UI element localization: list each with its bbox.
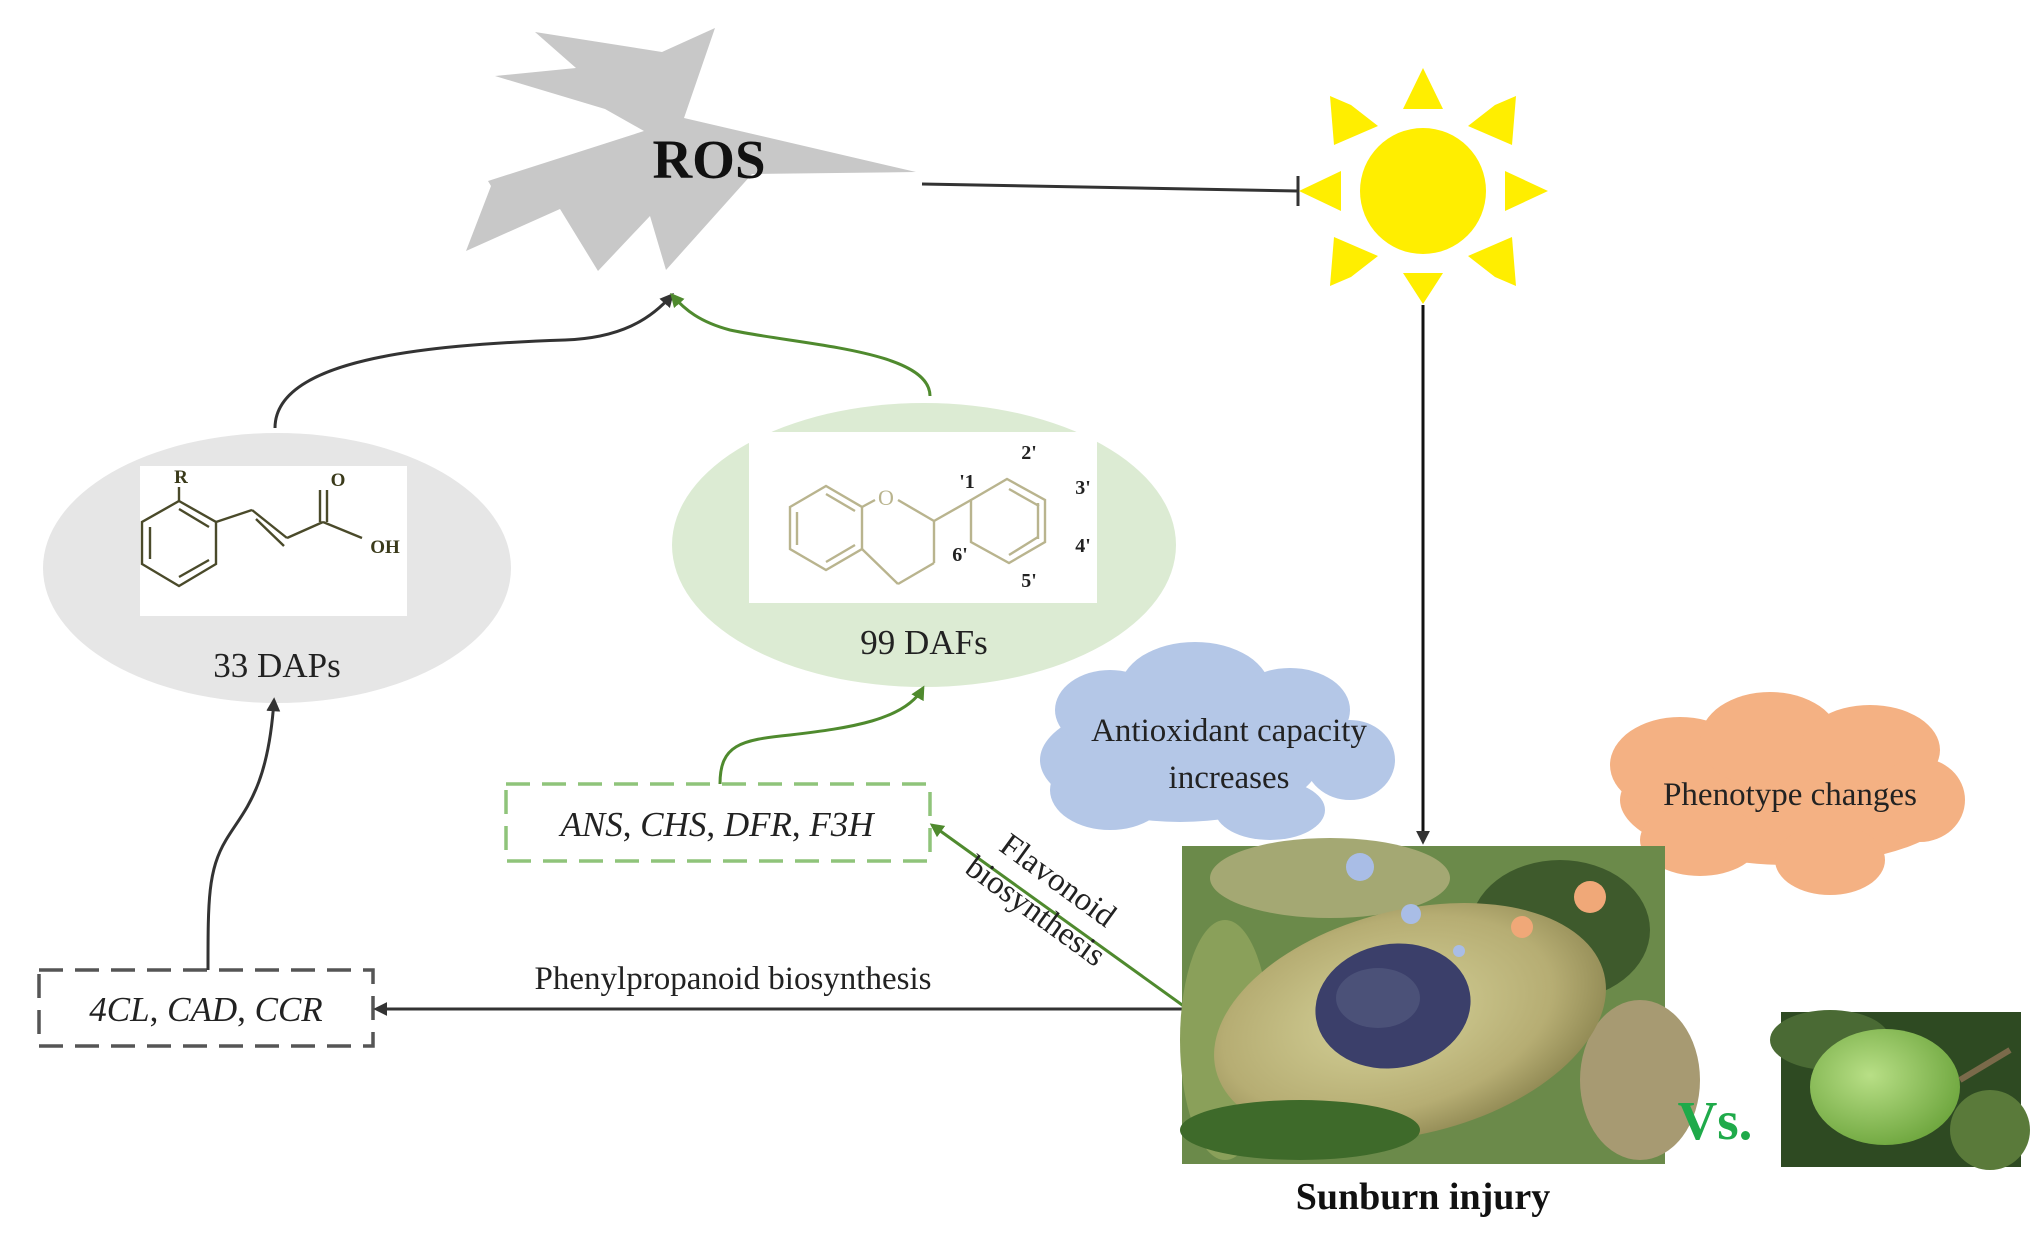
daps-label: 33 DAPs: [213, 646, 340, 685]
dafs-to-ros-arrow: [670, 292, 932, 397]
gene-cad: CAD: [167, 990, 237, 1029]
sunburn-fruit-photo: [1180, 838, 1700, 1164]
ros-inhibits-sun-line: [921, 182, 1299, 193]
antioxidant-line1: Antioxidant capacity: [1091, 713, 1367, 749]
sun-icon: [1299, 68, 1548, 304]
phenylpropanoid-genes-text: 4CL, CAD, CCR: [89, 990, 322, 1029]
dafs-ring-oxygen-label: O: [878, 485, 894, 510]
phenotype-cloud: [1610, 692, 1965, 895]
bubble-orange-2: [1511, 916, 1533, 938]
bubble-orange-1: [1574, 881, 1606, 913]
dafs-label: 99 DAFs: [860, 623, 987, 662]
gene-chs: CHS: [640, 805, 706, 844]
gene-4cl: 4CL: [89, 990, 149, 1029]
dafs-position-5: 5': [1021, 570, 1037, 592]
ros-starburst: [466, 28, 916, 271]
vs-label: Vs.: [1678, 1090, 1753, 1151]
phenylpropanoid-genes-box: [37, 968, 375, 1048]
phenylpropanoid-genes-to-daps-arrow: [206, 697, 281, 971]
bubble-blue-3: [1453, 945, 1465, 957]
flavonoid-genes-to-dafs-arrow: [718, 685, 925, 785]
phenotype-label: Phenotype changes: [1663, 777, 1917, 813]
gene-dfr: DFR: [723, 805, 792, 844]
ros-label: ROS: [652, 129, 765, 190]
phenylpropanoid-pathway-label: Phenylpropanoid biosynthesis: [535, 961, 932, 997]
daps-carbonyl-label: O: [331, 470, 346, 491]
antioxidant-line2: increases: [1169, 760, 1290, 796]
dafs-position-1: '1: [959, 471, 975, 493]
flavan-structure: [788, 477, 1047, 586]
gene-ccr: CCR: [255, 990, 323, 1029]
dafs-position-6: 6': [952, 544, 968, 566]
gene-f3h: F3H: [808, 805, 875, 844]
daps-substituent-label: R: [174, 467, 188, 488]
bubble-blue-2: [1401, 904, 1421, 924]
healthy-fruit-photo: [1770, 1010, 2030, 1170]
daps-to-ros-arrow: [273, 292, 674, 429]
dafs-position-4: 4': [1075, 535, 1091, 557]
cinnamic-acid-structure: [140, 487, 363, 588]
sunburn-caption: Sunburn injury: [1296, 1176, 1551, 1218]
antioxidant-cloud: [1040, 642, 1395, 840]
gene-ans: ANS: [558, 805, 622, 844]
bubble-blue-1: [1346, 853, 1374, 881]
dafs-position-3: 3': [1075, 477, 1091, 499]
daps-hydroxyl-label: OH: [370, 537, 400, 558]
daps-structure-box: [140, 466, 407, 616]
flavonoid-genes-text: ANS, CHS, DFR, F3H: [558, 805, 875, 844]
fruit-to-flavonoid-arrow: [929, 823, 1186, 1009]
dafs-position-2: 2': [1021, 442, 1037, 464]
